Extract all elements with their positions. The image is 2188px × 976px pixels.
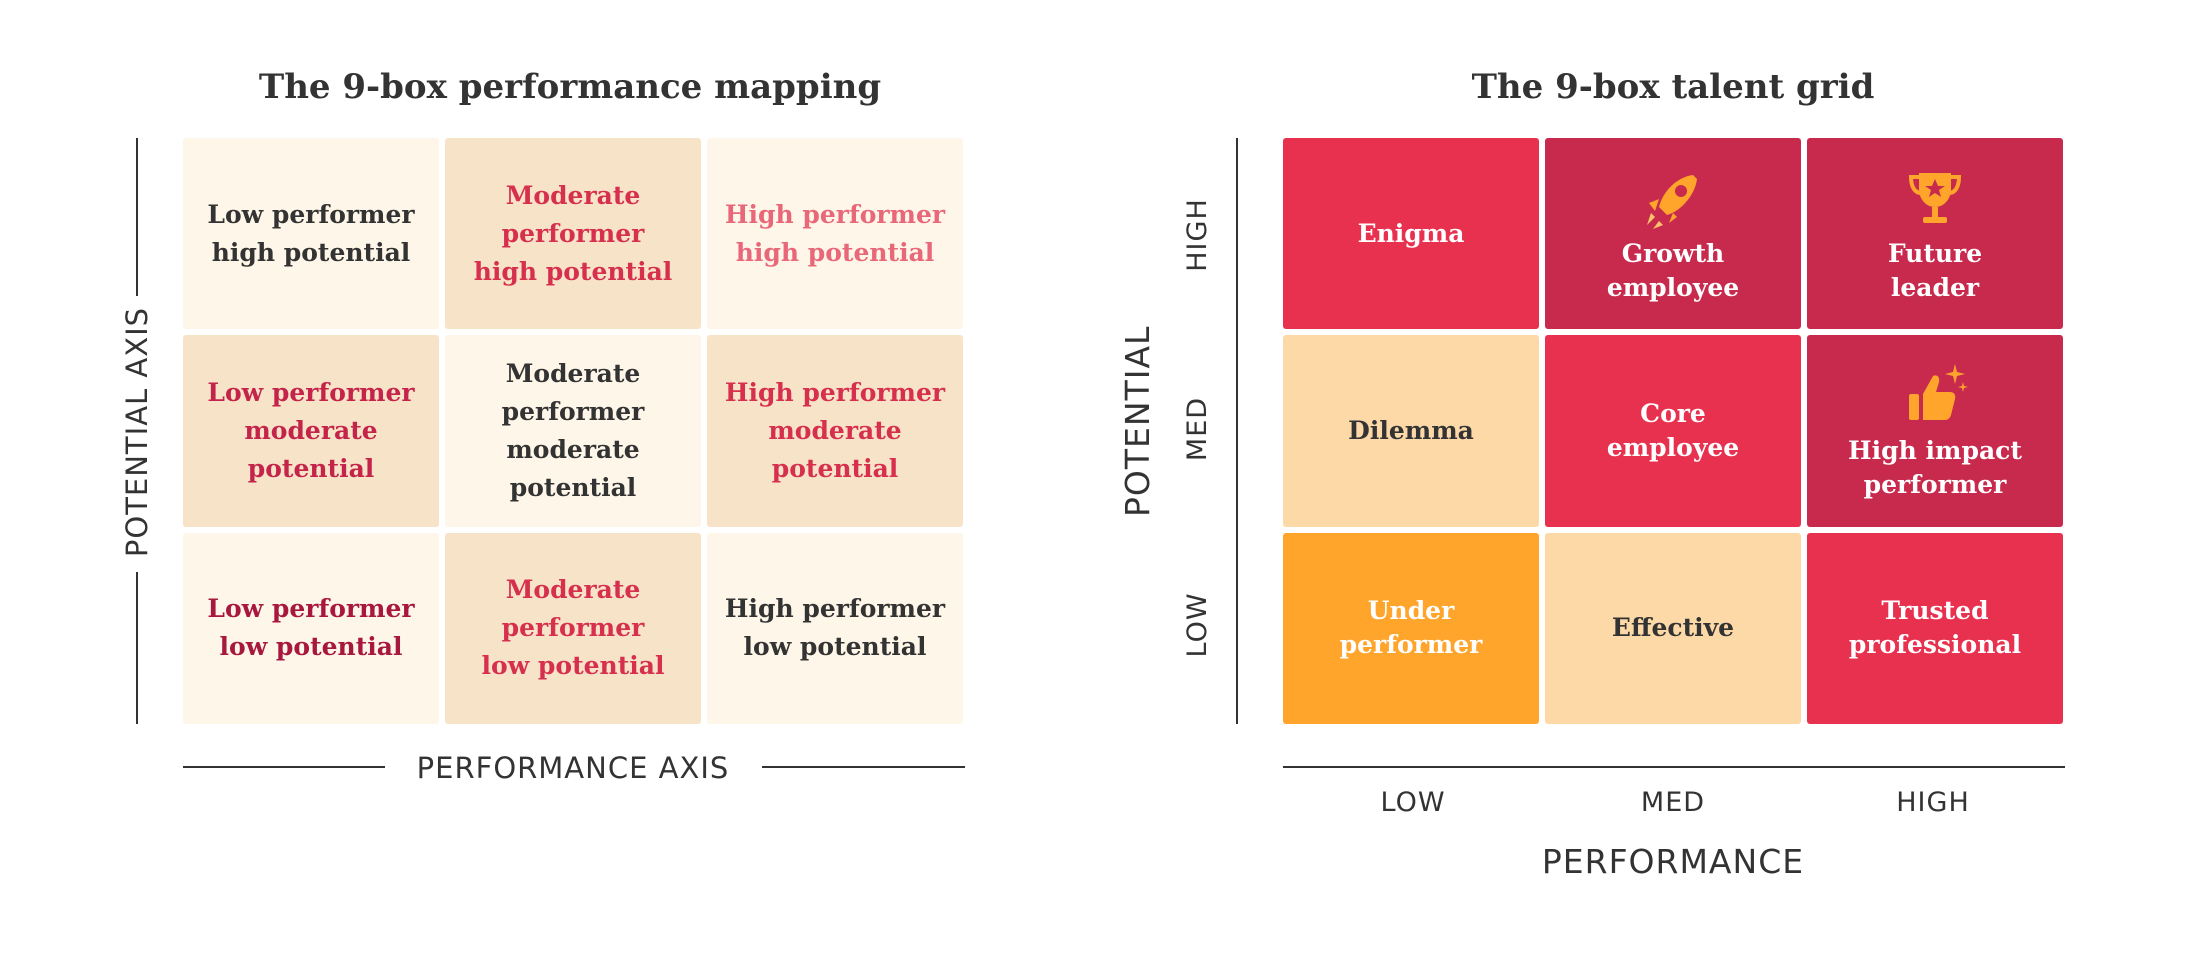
left-grid: Low performer high potential Moderate perf… bbox=[183, 138, 963, 724]
left-cell-2-1: Low performer moderate potential bbox=[183, 335, 439, 527]
cell-text-line1: High impact bbox=[1848, 435, 2022, 465]
right-x-axis-label: PERFORMANCE bbox=[1541, 842, 1805, 881]
left-x-axis-line-right bbox=[762, 766, 965, 768]
cell-text-line2: leader bbox=[1890, 272, 1980, 302]
right-x-tick-low: LOW bbox=[1380, 787, 1446, 818]
right-y-tick-med: MED bbox=[1182, 396, 1213, 462]
cell-text-line3: potential bbox=[771, 453, 899, 483]
cell-text-line2: performer bbox=[501, 396, 645, 426]
cell-text-line1: High performer bbox=[724, 594, 946, 624]
left-cell-3-2: Moderate performer low potential bbox=[445, 532, 701, 724]
cell-text-line1: High performer bbox=[724, 377, 946, 407]
left-cell-3-3: High performer low potential bbox=[707, 532, 963, 724]
rocket-icon bbox=[1637, 163, 1709, 235]
cell-text-line2: low potential bbox=[743, 632, 927, 662]
thumbs-up-icon bbox=[1899, 360, 1971, 432]
right-cell-effective: Effective bbox=[1545, 532, 1801, 724]
left-x-axis-line-left bbox=[183, 766, 385, 768]
left-y-axis-label: POTENTIAL AXIS bbox=[120, 306, 154, 558]
cell-text-line2: low potential bbox=[219, 632, 403, 662]
cell-text-line1: Dilemma bbox=[1348, 415, 1474, 445]
cell-text-line1: Low performer bbox=[207, 199, 415, 229]
cell-text-line1: Future bbox=[1887, 238, 1983, 268]
right-y-axis-label: POTENTIAL bbox=[1118, 325, 1157, 517]
left-cell-1-2: Moderate performer high potential bbox=[445, 138, 701, 330]
cell-text-line4: potential bbox=[509, 472, 637, 502]
left-cell-1-1: Low performer high potential bbox=[183, 138, 439, 330]
cell-text-line2: professional bbox=[1848, 630, 2022, 660]
left-cell-2-3: High performer moderate potential bbox=[707, 335, 963, 527]
right-grid: Enigma Growth employee Future leader Dilem… bbox=[1283, 138, 2063, 724]
left-y-axis-line-top bbox=[136, 138, 138, 296]
cell-text-line2: high potential bbox=[735, 237, 935, 267]
cell-text-line2: moderate bbox=[244, 415, 378, 445]
right-title: The 9-box talent grid bbox=[1471, 67, 1875, 107]
cell-text-line1: High performer bbox=[724, 199, 946, 229]
right-x-axis-line bbox=[1283, 766, 2065, 768]
right-x-tick-high: HIGH bbox=[1896, 787, 1970, 818]
cell-text-line2: high potential bbox=[211, 237, 411, 267]
left-y-axis-line-bottom bbox=[136, 572, 138, 724]
cell-text-line2: employee bbox=[1606, 272, 1740, 302]
left-cell-1-3: High performer high potential bbox=[707, 138, 963, 330]
cell-text-line2: performer bbox=[501, 613, 645, 643]
cell-text-line1: Core bbox=[1640, 398, 1706, 428]
cell-text-line1: Moderate bbox=[505, 575, 641, 605]
left-cell-2-2: Moderate performer moderate potential bbox=[445, 335, 701, 527]
right-cell-dilemma: Dilemma bbox=[1283, 335, 1539, 527]
cell-text-line3: low potential bbox=[481, 651, 665, 681]
right-cell-trusted-professional: Trusted professional bbox=[1807, 532, 2063, 724]
right-cell-under-performer: Under performer bbox=[1283, 532, 1539, 724]
cell-text-line1: Low performer bbox=[207, 594, 415, 624]
right-x-tick-med: MED bbox=[1640, 787, 1706, 818]
cell-text-line3: moderate bbox=[506, 434, 640, 464]
cell-text-line1: Enigma bbox=[1357, 218, 1465, 248]
cell-text-line2: moderate bbox=[768, 415, 902, 445]
right-cell-core-employee: Core employee bbox=[1545, 335, 1801, 527]
right-cell-future-leader: Future leader bbox=[1807, 138, 2063, 330]
cell-text-line1: Moderate bbox=[505, 358, 641, 388]
left-title: The 9-box performance mapping bbox=[258, 67, 882, 107]
right-y-tick-low: LOW bbox=[1182, 592, 1213, 658]
cell-text-line2: performer bbox=[1863, 469, 2007, 499]
right-cell-enigma: Enigma bbox=[1283, 138, 1539, 330]
cell-text-line3: high potential bbox=[473, 256, 673, 286]
right-y-axis-line bbox=[1236, 138, 1238, 724]
trophy-icon bbox=[1899, 163, 1971, 235]
cell-text-line3: potential bbox=[247, 453, 375, 483]
cell-text-line1: Growth bbox=[1621, 238, 1725, 268]
cell-text-line1: Low performer bbox=[207, 377, 415, 407]
cell-text-line2: employee bbox=[1606, 432, 1740, 462]
left-cell-3-1: Low performer low potential bbox=[183, 532, 439, 724]
cell-text-line1: Effective bbox=[1611, 613, 1735, 643]
cell-text-line1: Trusted bbox=[1881, 596, 1989, 626]
right-cell-high-impact-performer: High impact performer bbox=[1807, 335, 2063, 527]
right-cell-growth-employee: Growth employee bbox=[1545, 138, 1801, 330]
cell-text-line1: Under bbox=[1367, 596, 1455, 626]
cell-text-line2: performer bbox=[501, 218, 645, 248]
left-x-axis-label: PERFORMANCE AXIS bbox=[416, 751, 730, 785]
cell-text-line2: performer bbox=[1339, 630, 1483, 660]
right-y-tick-high: HIGH bbox=[1182, 198, 1213, 272]
cell-text-line1: Moderate bbox=[505, 180, 641, 210]
